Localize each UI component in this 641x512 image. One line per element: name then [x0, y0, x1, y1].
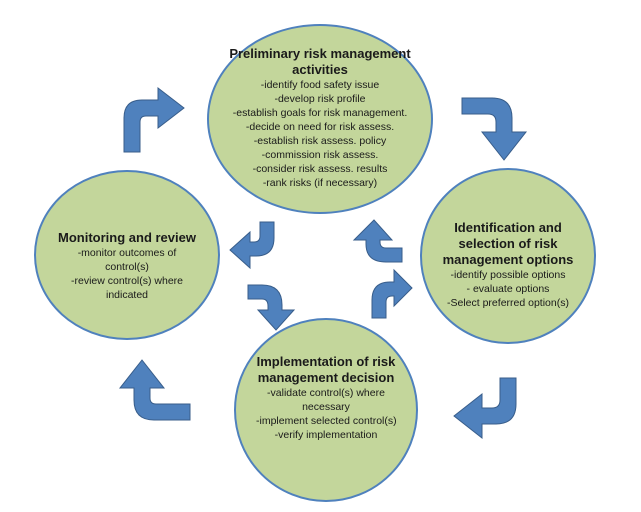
monitoring-item: -monitor outcomes of control(s): [77, 247, 177, 273]
preliminary-item: -identify food safety issue: [260, 79, 380, 91]
identification-title: Identification and selection of risk man…: [442, 220, 574, 267]
arrow-inner-bottom-to-right: [371, 268, 413, 319]
arrow-inner-top-to-left: [229, 221, 275, 270]
preliminary-node: Preliminary risk management activities -…: [207, 24, 433, 214]
arrow-top-right-curved: [461, 97, 528, 161]
arrow-bottom-right-curved: [453, 377, 517, 440]
identification-item: -Select preferred option(s): [447, 297, 569, 309]
identification-item: -identify possible options: [450, 269, 566, 281]
identification-item: - evaluate options: [466, 283, 550, 295]
identification-node: Identification and selection of risk man…: [420, 168, 596, 344]
preliminary-item: -establish risk assess. policy: [253, 135, 387, 147]
implementation-item: -verify implementation: [274, 429, 378, 441]
arrow-top-left-curved: [123, 86, 185, 153]
preliminary-items: -identify food safety issue -develop ris…: [209, 78, 431, 190]
implementation-item: -validate control(s) where necessary: [267, 387, 385, 413]
implementation-title: Implementation of risk management decisi…: [256, 354, 396, 385]
preliminary-item: -develop risk profile: [274, 93, 366, 105]
implementation-items: -validate control(s) where necessary -im…: [236, 386, 416, 442]
implementation-node: Implementation of risk management decisi…: [234, 318, 418, 502]
preliminary-item: -rank risks (if necessary): [262, 177, 378, 189]
monitoring-item: -review control(s) where indicated: [70, 275, 184, 301]
monitoring-title: Monitoring and review: [58, 230, 196, 245]
arrow-bottom-left-curved: [118, 359, 191, 421]
preliminary-item: -establish goals for risk management.: [232, 107, 408, 119]
monitoring-node: Monitoring and review -monitor outcomes …: [34, 170, 220, 340]
arrow-inner-left-to-bottom: [247, 284, 296, 331]
implementation-item: -implement selected control(s): [256, 415, 397, 427]
identification-items: -identify possible options - evaluate op…: [422, 268, 594, 310]
preliminary-item: -decide on need for risk assess.: [245, 121, 395, 133]
preliminary-title: Preliminary risk management activities: [229, 46, 411, 77]
preliminary-item: -commission risk assess.: [261, 149, 379, 161]
monitoring-items: -monitor outcomes of control(s) -review …: [36, 246, 218, 302]
preliminary-item: -consider risk assess. results: [252, 163, 388, 175]
arrow-inner-right-to-top: [352, 219, 403, 263]
